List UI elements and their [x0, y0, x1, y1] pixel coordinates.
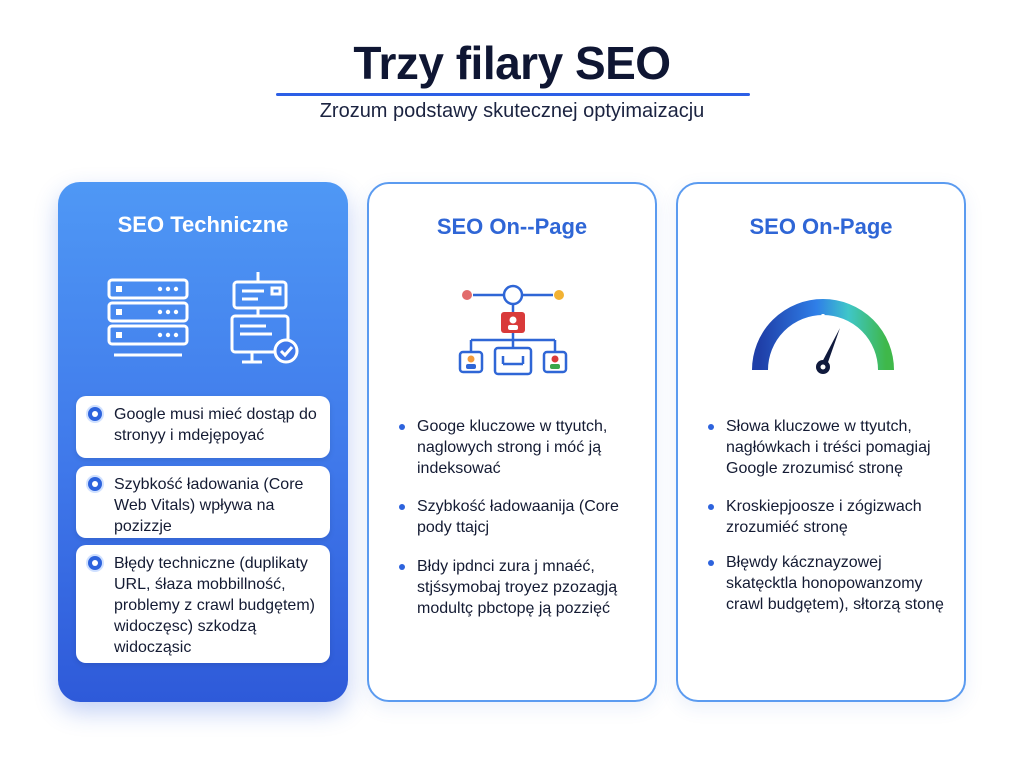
bullet-icon: [708, 560, 714, 566]
list-item: Słowa kluczowe w ttyutch, nagłówkach i t…: [704, 416, 946, 479]
list-item: Szybkość ładowania (Core Web Vitals) wpł…: [76, 466, 330, 538]
item-text: Szybkość ładowaanija (Core pody ttajcj: [417, 498, 619, 536]
item-text: Błędy techniczne (duplikaty URL, śłaza m…: [114, 555, 315, 656]
bullet-icon: [708, 424, 714, 430]
list-item: Kroskiepjoosze i zógizwach zrozumiéć str…: [704, 496, 946, 538]
bullet-icon: [399, 504, 405, 510]
list-item: Google musi mieć dostąp do stronyy i mde…: [76, 396, 330, 458]
item-text: Błęwdy kácznayzowej skatęcktla honopowan…: [726, 554, 944, 613]
bullet-icon: [399, 564, 405, 570]
list-item: Szybkość ładowaanija (Core pody ttajcj: [395, 496, 637, 538]
speedometer-gauge-icon: [748, 280, 898, 385]
item-text: Google musi mieć dostąp do stronyy i mde…: [114, 406, 317, 444]
title-underline: [276, 93, 750, 96]
content-hierarchy-icon: [457, 280, 577, 389]
card-onpage-seo-2: SEO On-Page: [676, 182, 966, 702]
card-onpage-seo: SEO On--Page: [367, 182, 657, 702]
card-title: SEO Techniczne: [117, 212, 289, 237]
bullet-icon: [88, 407, 102, 421]
card-title: SEO On--Page: [436, 214, 588, 239]
bullet-icon: [88, 556, 102, 570]
item-text: Kroskiepjoosze i zógizwach zrozumiéć str…: [726, 498, 922, 536]
list-item: Błdy ipdnci zura j mnaéć, stjśsymobaj tr…: [395, 556, 637, 619]
item-text: Słowa kluczowe w ttyutch, nagłówkach i t…: [726, 418, 931, 477]
item-text: Błdy ipdnci zura j mnaéć, stjśsymobaj tr…: [417, 558, 618, 617]
bullet-icon: [399, 424, 405, 430]
list-item: Błędy techniczne (duplikaty URL, śłaza m…: [76, 545, 330, 663]
item-text: Googe kluczowe w ttyutch, naglowych stro…: [417, 418, 608, 477]
list-item: Błęwdy kácznayzowej skatęcktla honopowan…: [704, 552, 946, 615]
list-item: Googe kluczowe w ttyutch, naglowych stro…: [395, 416, 637, 479]
card-technical-seo: SEO Techniczne: [58, 182, 348, 702]
bullet-icon: [708, 504, 714, 510]
sitemap-check-icon: [228, 270, 302, 371]
item-text: Szybkość ładowania (Core Web Vitals) wpł…: [114, 476, 304, 535]
page-subtitle: Zrozum podstawy skutecznej optyimaizacju: [319, 100, 705, 122]
bullet-icon: [88, 477, 102, 491]
page-title: Trzy filary SEO: [353, 37, 671, 89]
card-title: SEO On-Page: [749, 214, 893, 239]
server-rack-icon: [106, 277, 192, 364]
